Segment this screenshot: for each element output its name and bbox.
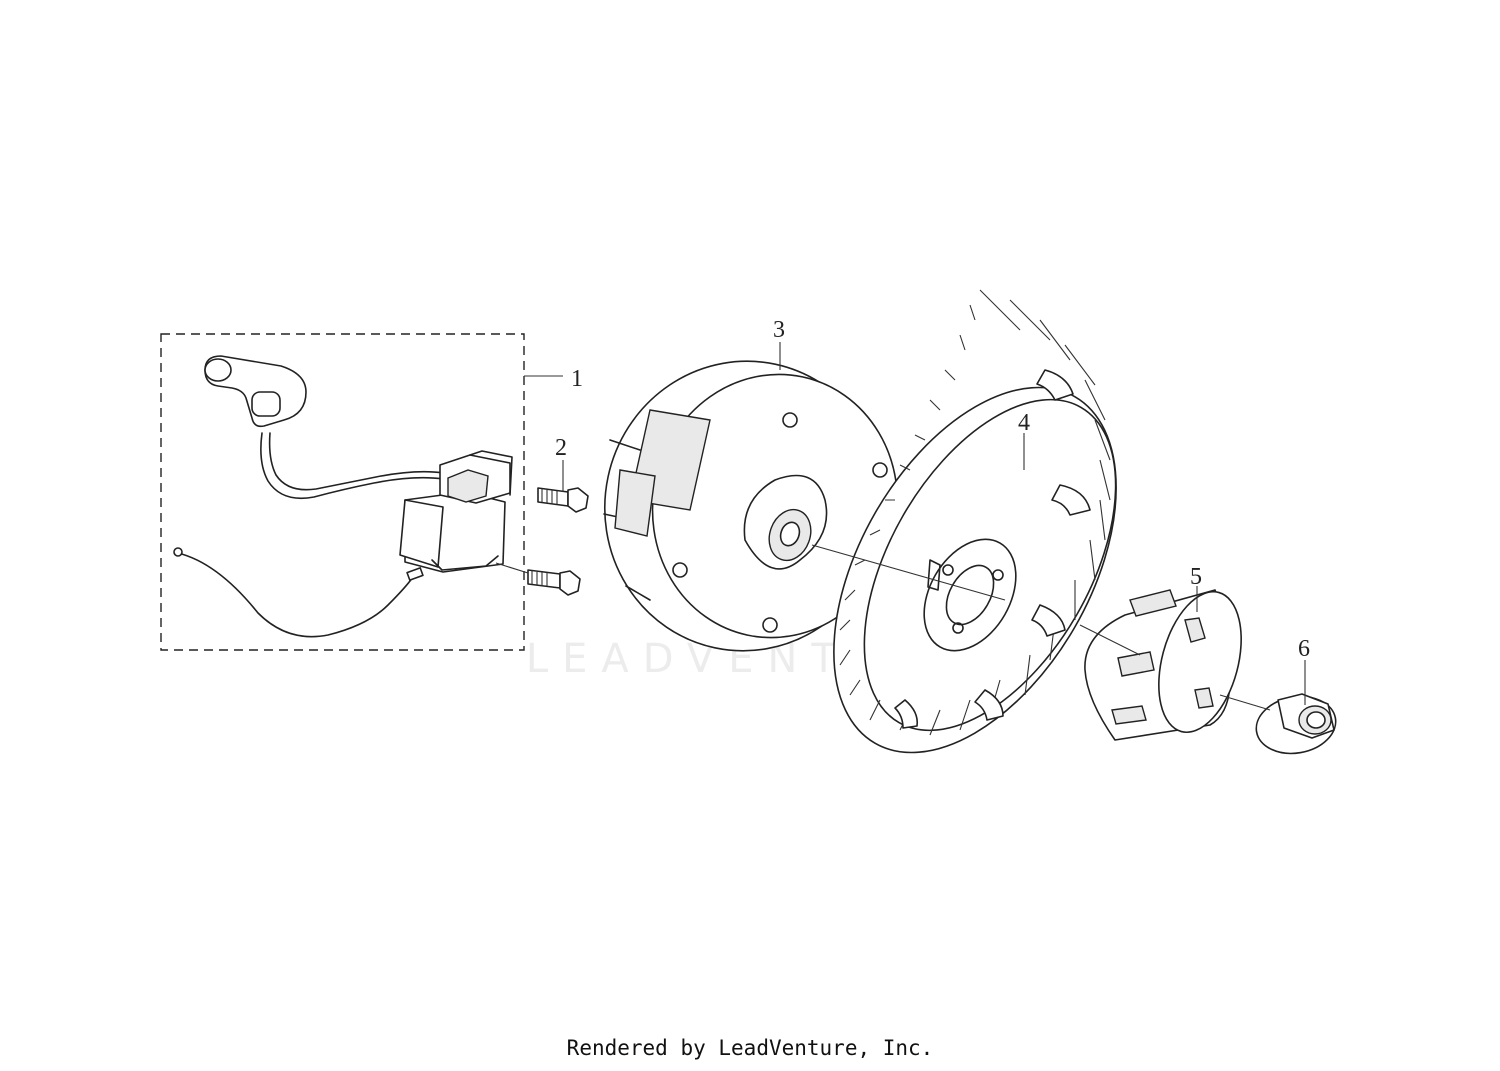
part-label-5: 5	[1190, 564, 1202, 590]
shaft-axis-line	[811, 544, 1271, 711]
fan-blades	[839, 289, 1111, 736]
flange-nut	[1255, 693, 1337, 755]
fan-blade-cups	[894, 369, 1091, 729]
render-credit-footer: Rendered by LeadVenture, Inc.	[566, 1036, 934, 1060]
starter-cup	[1084, 589, 1242, 741]
part-label-6: 6	[1298, 636, 1310, 662]
part-label-2: 2	[555, 435, 567, 461]
assembly-dashed-box	[160, 333, 525, 651]
bolt-lower	[527, 569, 581, 596]
flywheel	[603, 360, 899, 652]
mounting-bolts	[495, 487, 589, 596]
spark-plug-cap	[204, 355, 307, 428]
leader-lines	[524, 342, 1306, 705]
part-label-1: 1	[571, 366, 583, 392]
ignition-coil-assembly	[160, 333, 525, 651]
cooling-fan	[833, 289, 1117, 754]
bolt-upper	[537, 487, 589, 513]
ignition-coil-body	[399, 450, 513, 573]
part-label-3: 3	[773, 317, 785, 343]
part-label-4: 4	[1018, 410, 1030, 436]
